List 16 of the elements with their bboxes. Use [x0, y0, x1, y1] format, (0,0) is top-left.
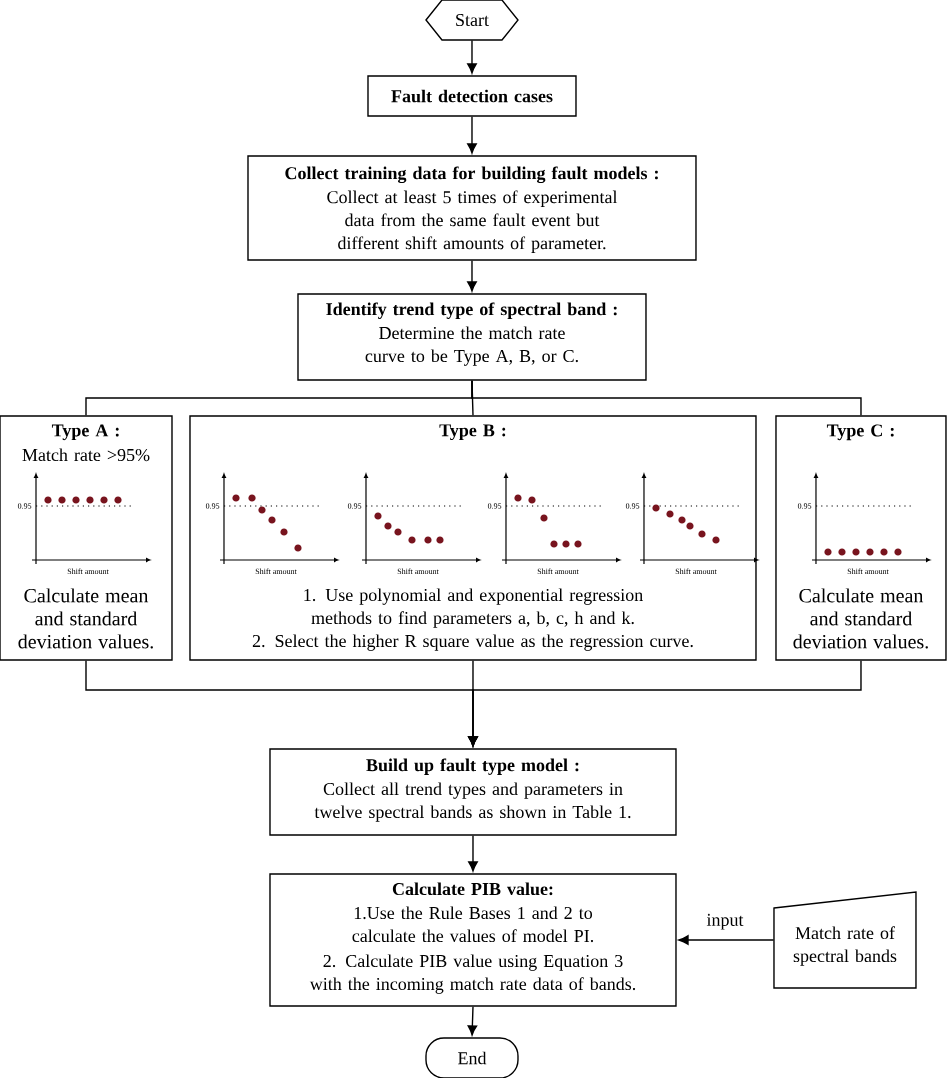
arrow	[467, 260, 477, 292]
process-box: Collect training data for building fault models : Collect at least 5 times of experimental data from the same fault event but different shift amounts of parameter.	[247, 155, 697, 261]
arrow	[467, 39, 477, 74]
input-box: Match rate of spectral bands	[773, 891, 917, 989]
start-hexagon: Start	[425, 0, 519, 41]
process-box: Identify trend type of spectral band : Determine the match rate curve to be Type A, B, or C.	[297, 293, 647, 381]
process-box: Calculate PIB value: 1.Use the Rule Bases 1 and 2 to calculate the values of model PI. 2. Calculate PIB value using Equation 3 with the incoming match rate data of bands.	[269, 873, 677, 1007]
arrow	[468, 660, 862, 747]
arrow	[678, 935, 775, 945]
arrow	[467, 1006, 478, 1036]
process-box: Fault detection cases	[367, 75, 577, 117]
process-box: Build up fault type model : Collect all trend types and parameters in twelve spectral bands as shown in Table 1.	[269, 748, 677, 836]
arrow	[467, 116, 477, 154]
edge-label: input	[704, 911, 746, 932]
end-terminal: End	[425, 1037, 519, 1078]
arrow	[468, 835, 478, 872]
